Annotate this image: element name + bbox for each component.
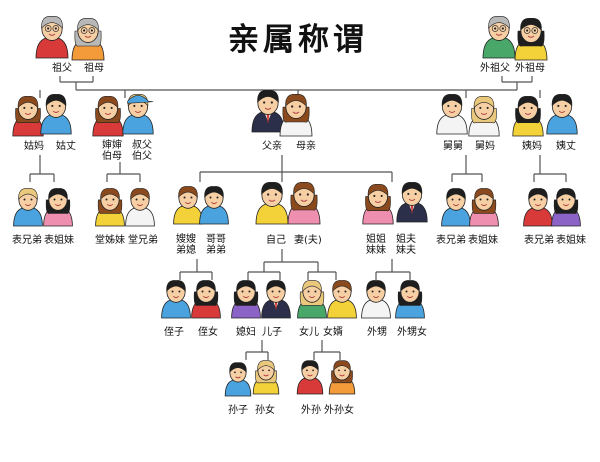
person-figure xyxy=(327,280,357,319)
label-grandmother-paternal: 祖母 xyxy=(84,63,104,74)
person-figure xyxy=(95,188,125,227)
label-uncle-paternal-2: 伯父 xyxy=(132,151,152,162)
person-figure xyxy=(161,280,191,319)
label-uncle-maternal: 舅舅 xyxy=(443,141,463,152)
label-cousin-paternal-2: 堂兄弟 xyxy=(128,235,158,246)
figures-layer xyxy=(12,15,581,397)
label-cousin-right-1b: 表姐妹 xyxy=(468,235,498,246)
person-figure xyxy=(71,17,105,61)
label-sister-1: 姐姐 xyxy=(366,234,386,245)
label-sister-husband-1: 姐夫 xyxy=(396,234,416,245)
person-figure xyxy=(251,89,285,133)
label-nephew-sister: 外甥 xyxy=(367,327,387,338)
label-uncle-maternal-wife: 舅妈 xyxy=(475,141,495,152)
person-figure xyxy=(199,186,229,225)
label-aunt-paternal-husband: 姑丈 xyxy=(56,141,76,152)
person-figure xyxy=(296,360,324,395)
person-figure xyxy=(92,96,124,137)
label-cousin-left-1: 表兄弟 xyxy=(12,235,42,246)
person-figure xyxy=(436,94,468,135)
person-figure xyxy=(12,96,44,137)
person-figure xyxy=(546,94,578,135)
label-self: 自己 xyxy=(266,235,286,246)
label-sister-husband-2: 妹夫 xyxy=(396,245,416,256)
label-son: 儿子 xyxy=(262,327,282,338)
person-figure xyxy=(231,280,261,319)
person-figure xyxy=(469,188,499,227)
person-figure xyxy=(255,181,289,225)
page-title: 亲属称谓 xyxy=(228,22,368,58)
label-cousin-right-2a: 表兄弟 xyxy=(524,235,554,246)
label-sister-in-law-1: 嫂嫂 xyxy=(176,234,196,245)
label-grandson: 孙子 xyxy=(228,405,248,416)
person-figure xyxy=(122,94,154,135)
label-aunt-maternal: 姨妈 xyxy=(522,141,542,152)
person-figure xyxy=(441,188,471,227)
person-figure xyxy=(35,15,69,59)
label-uncle-paternal-1: 叔父 xyxy=(132,140,152,151)
person-figure xyxy=(396,182,428,223)
person-figure xyxy=(125,188,155,227)
person-figure xyxy=(361,280,391,319)
label-sister-2: 妹妹 xyxy=(366,245,386,256)
person-figure xyxy=(362,184,394,225)
label-cousin-left-2: 表姐妹 xyxy=(44,235,74,246)
person-figure xyxy=(287,181,321,225)
person-figure xyxy=(252,360,280,395)
label-grandmother-maternal: 外祖母 xyxy=(515,63,545,74)
label-cousin-paternal-1: 堂姊妹 xyxy=(95,235,125,246)
label-daughter: 女儿 xyxy=(299,327,319,338)
label-grandfather-paternal: 祖父 xyxy=(52,63,72,74)
person-figure xyxy=(224,362,252,397)
label-grandfather-maternal: 外祖父 xyxy=(480,63,510,74)
person-figure xyxy=(191,280,221,319)
label-granddaughter-daughter: 外孙女 xyxy=(324,405,354,416)
label-uncle-paternal-wife-2: 伯母 xyxy=(102,151,122,162)
person-figure xyxy=(173,186,203,225)
label-uncle-paternal-wife-1: 婶婶 xyxy=(102,140,122,151)
label-grandson-daughter: 外孙 xyxy=(301,405,321,416)
label-son-in-law: 女婿 xyxy=(323,327,343,338)
person-figure xyxy=(13,188,43,227)
person-figure xyxy=(261,280,291,319)
label-aunt-paternal: 姑妈 xyxy=(24,141,44,152)
person-figure xyxy=(551,188,581,227)
label-nephew: 侄子 xyxy=(164,327,184,338)
connector-lines xyxy=(29,76,567,360)
label-aunt-maternal-husband: 姨丈 xyxy=(556,141,576,152)
label-niece-sister: 外甥女 xyxy=(397,327,427,338)
person-figure xyxy=(523,188,553,227)
label-sister-in-law-2: 弟媳 xyxy=(176,245,196,256)
person-figure xyxy=(512,96,544,137)
person-figure xyxy=(40,94,72,135)
person-figure xyxy=(395,280,425,319)
label-mother: 母亲 xyxy=(296,141,316,152)
person-figure xyxy=(328,360,356,395)
label-spouse: 妻(夫) xyxy=(294,235,322,246)
person-figure xyxy=(279,93,313,137)
person-figure xyxy=(43,188,73,227)
person-figure xyxy=(514,17,548,61)
label-niece: 侄女 xyxy=(198,327,218,338)
label-father: 父亲 xyxy=(262,141,282,152)
label-brother-2: 弟弟 xyxy=(206,245,226,256)
label-granddaughter: 孙女 xyxy=(255,405,275,416)
label-cousin-right-1a: 表兄弟 xyxy=(436,235,466,246)
label-cousin-right-2b: 表姐妹 xyxy=(556,235,586,246)
label-daughter-in-law: 媳妇 xyxy=(236,327,256,338)
person-figure xyxy=(297,280,327,319)
person-figure xyxy=(482,15,516,59)
label-brother-1: 哥哥 xyxy=(206,234,226,245)
person-figure xyxy=(468,96,500,137)
